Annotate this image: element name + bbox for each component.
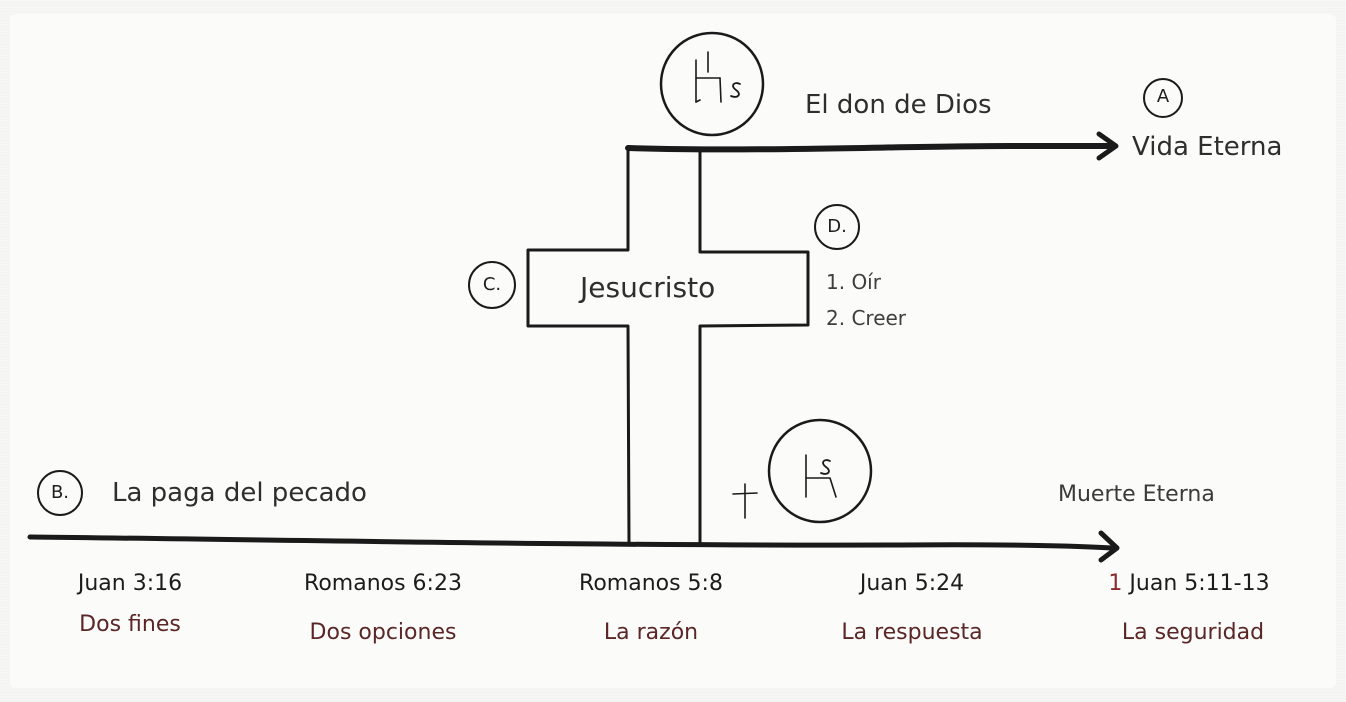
marker-b: B. [50,482,70,503]
life-arrowhead [1096,131,1119,161]
death-line [27,534,1115,551]
eternal-death-label: Muerte Eterna [1058,482,1215,507]
topic-la-respuesta: La respuesta [841,620,983,645]
topic-dos-fines: Dos fines [79,612,181,637]
marker-b-circle [37,470,83,516]
marker-c: C. [482,274,502,295]
throne-circle-bottom [767,418,873,524]
marker-a-circle [1143,78,1183,118]
step-hear: 1. Oír [826,270,881,294]
verse-romanos-5-8: Romanos 5:8 [579,571,723,596]
small-cross-icon [732,483,758,519]
throne-circle-top [659,31,765,137]
chair-icon-top [695,51,722,103]
chair-icon-bottom [805,454,837,498]
marker-d: D. [827,216,847,237]
verse-prefix: 1 [1108,571,1123,596]
self-s-top [730,82,741,98]
verse-1-juan-5-11-13: 1 Juan 5:11-13 [1108,573,1269,595]
eternal-life-label: Vida Eterna [1132,132,1283,162]
marker-c-circle [468,261,516,309]
verse-juan-3-16: Juan 3:16 [77,571,183,596]
life-line [625,142,1115,153]
christ-label: Jesucristo [580,271,716,304]
verse-juan-5-24: Juan 5:24 [859,571,965,596]
cross-outline [526,146,810,545]
verse-romanos-6-23: Romanos 6:23 [304,571,462,596]
verse-text: Juan 5:11-13 [1129,571,1270,596]
topic-la-razon: La razón [603,620,699,645]
death-arrowhead [1098,530,1120,563]
gift-label: El don de Dios [805,90,992,120]
marker-d-circle [814,204,860,250]
step-believe: 2. Creer [826,306,907,330]
wages-of-sin-label: La paga del pecado [112,478,367,508]
topic-la-seguridad: La seguridad [1121,620,1265,645]
paper-sheet [10,14,1336,688]
topic-dos-opciones: Dos opciones [309,620,457,645]
self-s-bottom [820,459,831,475]
marker-a: A [1156,86,1170,107]
